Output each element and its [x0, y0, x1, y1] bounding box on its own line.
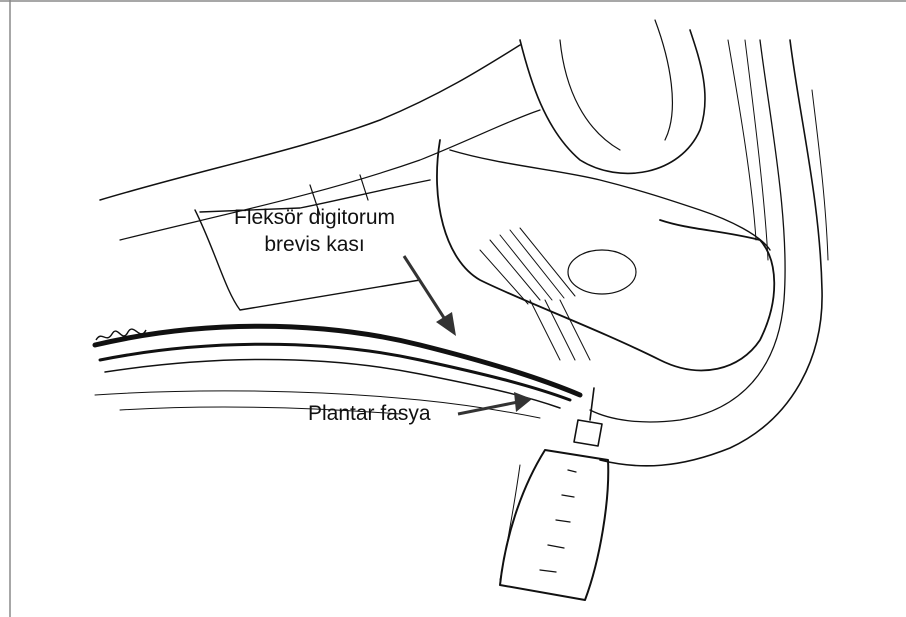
tibia-inner	[560, 20, 672, 150]
plantar-label-text: Plantar fasya	[308, 400, 431, 427]
muscle-hatch	[480, 228, 590, 360]
heel-skin-contour	[600, 40, 822, 466]
flexor-digitorum-brevis-label: Fleksör digitorum brevis kası	[234, 204, 395, 258]
calcaneus-outline	[437, 140, 774, 370]
plantar-fascia-label: Plantar fasya	[308, 400, 431, 427]
achilles-lines	[728, 40, 828, 260]
tibia-outline	[520, 30, 705, 173]
dorsum-line	[100, 45, 520, 200]
syringe-icon	[500, 388, 608, 600]
flexor-label-line1: Fleksör digitorum	[234, 204, 395, 231]
calcaneus-spur	[568, 250, 636, 294]
flexor-label-line2: brevis kası	[234, 231, 395, 258]
plantar-arrow	[458, 392, 532, 414]
calcaneus-top	[450, 150, 770, 250]
plantar-fascia-band	[95, 326, 580, 395]
flexor-arrow	[404, 256, 456, 336]
